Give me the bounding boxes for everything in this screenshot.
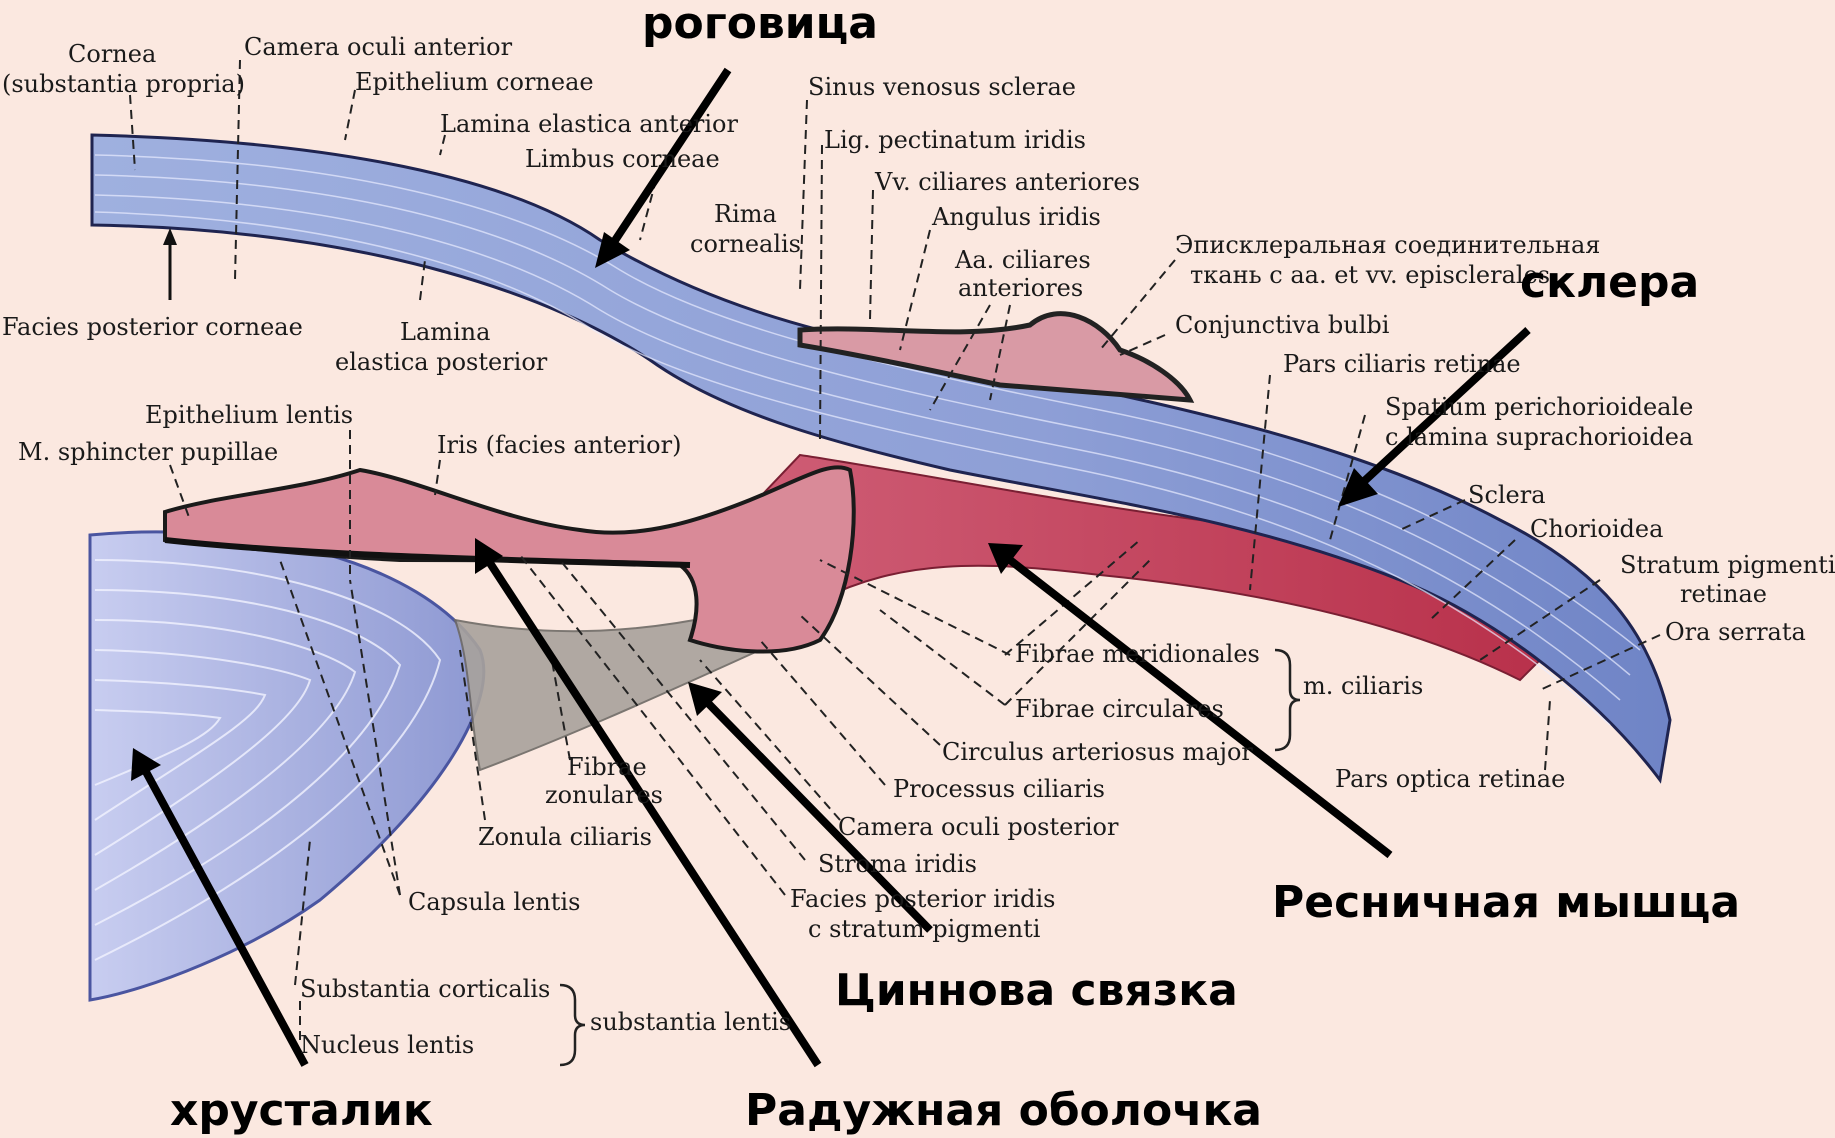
label-spatium-2: c lamina suprachorioidea [1385,423,1693,451]
label-sinus: Sinus venosus sclerae [808,73,1076,101]
label-capsula: Capsula lentis [408,888,580,916]
label-facies-posterior-iridis-2: c stratum pigmenti [808,915,1041,943]
label-cornea: Cornea [68,40,156,68]
annotation-raduzhnaya: Радужная оболочка [745,1085,1262,1136]
label-sclera: Sclera [1468,481,1546,509]
label-substantia-lentis: substantia lentis [590,1008,791,1036]
label-iris-anterior: Iris (facies anterior) [437,431,681,459]
annotation-resnichnaya: Ресничная мышца [1272,877,1740,928]
annotation-rogovitsa: роговица [642,0,878,49]
label-epithelium-lentis: Epithelium lentis [145,401,353,429]
label-epithelium-corneae: Epithelium corneae [355,68,594,96]
label-conjunctiva: Conjunctiva bulbi [1175,311,1390,339]
label-fibrae-meridionales: Fibrae meridionales [1015,640,1260,668]
label-ora-serrata: Ora serrata [1665,618,1806,646]
label-episcleral-1: Эписклеральная соединительная [1175,231,1600,259]
label-limbus: Limbus corneae [525,145,720,173]
label-spatium-1: Spatium perichorioideale [1385,393,1693,421]
label-cornea-sub: (substantia propria) [2,70,245,98]
label-lamina-posterior-1: Lamina [400,318,490,346]
label-processus: Processus ciliaris [893,775,1105,803]
label-substantia-corticalis: Substantia corticalis [300,975,550,1003]
label-vv-ciliares: Vv. ciliares anteriores [874,168,1140,196]
label-facies-posterior-corneae: Facies posterior corneae [2,313,303,341]
label-pars-optica: Pars optica retinae [1335,765,1565,793]
label-fibrae-circulares: Fibrae circulares [1015,695,1224,723]
label-chorioidea: Chorioidea [1530,515,1663,543]
label-camera-anterior: Camera oculi anterior [244,33,513,61]
label-lig-pectinatum: Lig. pectinatum iridis [824,126,1086,154]
label-zonula: Zonula ciliaris [478,823,652,851]
label-camera-posterior: Camera oculi posterior [838,813,1119,841]
label-pars-ciliaris: Pars ciliaris retinae [1283,350,1521,378]
label-aa-ciliares-2: anteriores [958,274,1083,302]
label-lamina-anterior: Lamina elastica anterior [440,110,738,138]
label-episcleral-2: ткань с aa. et vv. episclerales [1190,261,1550,289]
label-facies-posterior-iridis-1: Facies posterior iridis [790,885,1055,913]
label-lamina-posterior-2: elastica posterior [335,348,548,376]
label-fibrae-zonulares-2: zonulares [545,781,663,809]
label-circulus: Circulus arteriosus major [942,738,1253,766]
label-angulus: Angulus iridis [931,203,1101,231]
annotation-tsinnova: Циннова связка [835,965,1238,1016]
label-rima-1: Rima [714,200,777,228]
label-stratum-pigmenti-2: retinae [1680,580,1767,608]
annotation-sklera: склера [1520,257,1699,308]
label-fibrae-zonulares-1: Fibrae [567,753,647,781]
label-aa-ciliares-1: Aa. ciliares [954,246,1091,274]
label-rima-2: cornealis [690,230,801,258]
label-stroma: Stroma iridis [818,850,977,878]
annotation-khrustalik: хрусталик [170,1085,433,1136]
label-m-ciliaris: m. ciliaris [1303,672,1423,700]
label-stratum-pigmenti-1: Stratum pigmenti [1620,551,1835,579]
label-sphincter: M. sphincter pupillae [18,438,278,466]
label-nucleus: Nucleus lentis [300,1031,474,1059]
